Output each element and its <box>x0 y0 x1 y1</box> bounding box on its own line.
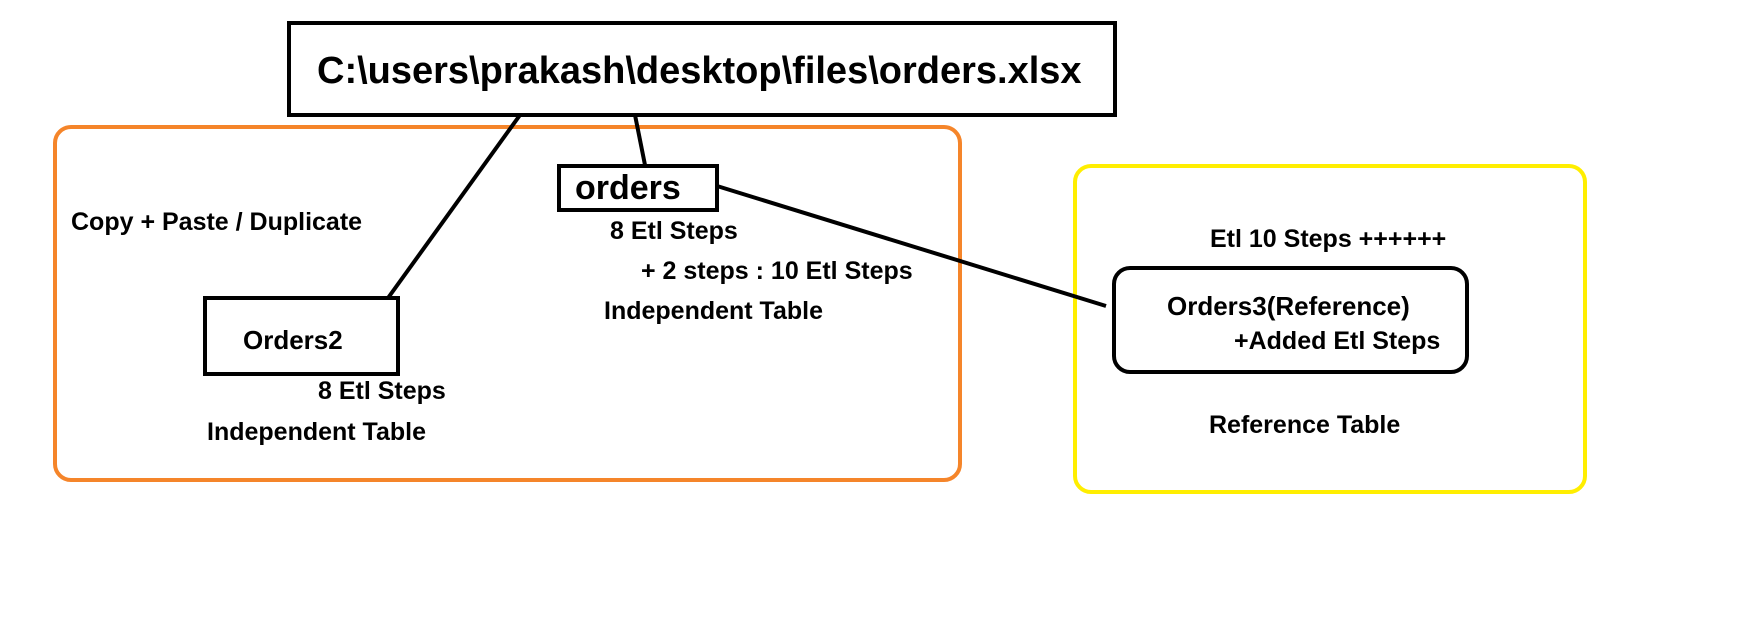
orders2-table-type: Independent Table <box>207 418 426 446</box>
orders-table-type: Independent Table <box>604 297 823 325</box>
source-file-box <box>287 21 1117 117</box>
orders2-box <box>203 296 400 376</box>
connector-source-to-orders2 <box>386 113 522 300</box>
orders-steps: 8 Etl Steps <box>610 217 738 245</box>
duplicate-group-box <box>53 125 962 482</box>
orders2-steps: 8 Etl Steps <box>318 377 446 405</box>
duplicate-method-label: Copy + Paste / Duplicate <box>71 208 363 236</box>
orders3-name: Orders3(Reference) <box>1167 291 1410 321</box>
orders-added-steps: + 2 steps : 10 Etl Steps <box>641 257 913 285</box>
reference-steps: Etl 10 Steps ++++++ <box>1210 225 1447 253</box>
orders2-name: Orders2 <box>243 325 343 355</box>
reference-table-type: Reference Table <box>1209 411 1401 439</box>
orders3-added-steps: +Added Etl Steps <box>1234 327 1441 355</box>
connector-orders-to-orders3 <box>716 184 1107 308</box>
orders-box <box>557 164 719 212</box>
reference-group-box <box>1073 164 1587 494</box>
orders3-box <box>1112 266 1469 374</box>
source-file-path: C:\users\prakash\desktop\files\orders.xl… <box>317 50 1082 92</box>
orders-name: orders <box>575 169 681 207</box>
connector-source-to-orders <box>633 114 647 166</box>
